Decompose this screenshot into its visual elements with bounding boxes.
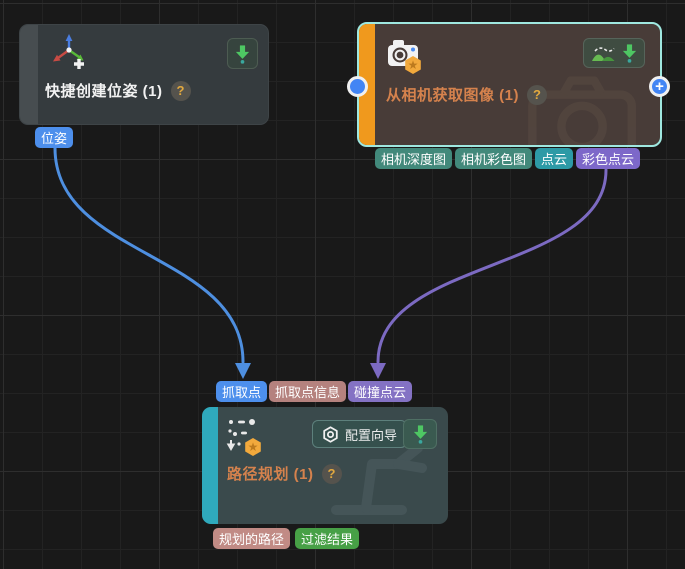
camera-visualization-group[interactable] (583, 38, 645, 68)
output-tag-camera-color-map[interactable]: 相机彩色图 (455, 148, 533, 169)
output-tag-filter-result[interactable]: 过滤结果 (295, 528, 360, 549)
pose-help-badge[interactable]: ? (170, 80, 191, 101)
star-badge-icon: ★ (245, 438, 261, 456)
gear-icon (323, 425, 338, 443)
output-tag-camera-depth-map[interactable]: 相机深度图 (375, 148, 453, 169)
path-download-output-button[interactable] (403, 419, 437, 449)
camera-input-port[interactable] (347, 76, 368, 97)
input-tag-collision-point-cloud[interactable]: 碰撞点云 (348, 381, 413, 402)
camera-watermark-icon (528, 76, 636, 145)
node-path-title: 路径规划 (1) (227, 466, 314, 483)
node-pose-accent-strip (20, 25, 38, 124)
camera-icon: ★ (388, 40, 421, 74)
path-help-badge[interactable]: ? (321, 463, 342, 484)
camera-add-port-button[interactable]: + (649, 76, 670, 97)
node-quick-create-pose[interactable]: 快捷创建位姿 (1) ? (19, 24, 269, 125)
svg-text:★: ★ (408, 58, 419, 72)
camera-help-badge[interactable]: ? (527, 84, 548, 105)
download-arrow-icon (235, 44, 250, 64)
connection-pose-to-pick-point[interactable] (53, 146, 245, 364)
output-tag-planned-path[interactable]: 规划的路径 (213, 528, 291, 549)
pose-axes-icon (53, 34, 84, 69)
input-tag-pick-point-info[interactable]: 抓取点信息 (269, 381, 347, 402)
node-path-planning[interactable]: ★ 配置向导 路径规划 (1) ? (202, 407, 448, 524)
node-camera-title: 从相机获取图像 (1) (386, 87, 520, 104)
node-path-accent-strip (202, 407, 218, 524)
star-badge-icon: ★ (405, 56, 421, 74)
path-planning-icon: ★ (226, 419, 261, 456)
svg-text:★: ★ (248, 440, 259, 454)
output-tag-pose[interactable]: 位姿 (35, 127, 74, 148)
connection-colorcloud-to-collision[interactable] (376, 168, 608, 364)
node-pose-title: 快捷创建位姿 (1) (45, 83, 163, 100)
download-arrow-icon (622, 44, 636, 63)
input-tag-pick-point[interactable]: 抓取点 (216, 381, 268, 402)
config-wizard-button[interactable]: 配置向导 (312, 420, 408, 448)
download-arrow-icon (413, 425, 427, 444)
scene-preview-icon (591, 47, 615, 61)
connection-colorcloud-arrowhead (370, 363, 386, 379)
config-wizard-label: 配置向导 (345, 427, 398, 443)
node-capture-from-camera[interactable]: ★ 从相机获取图像 (1) ? (357, 22, 662, 147)
output-tag-point-cloud[interactable]: 点云 (535, 148, 574, 169)
robot-arm-watermark-icon (331, 443, 427, 515)
connection-pose-arrowhead (235, 363, 251, 379)
output-tag-color-point-cloud[interactable]: 彩色点云 (576, 148, 641, 169)
pose-download-output-button[interactable] (227, 38, 258, 69)
